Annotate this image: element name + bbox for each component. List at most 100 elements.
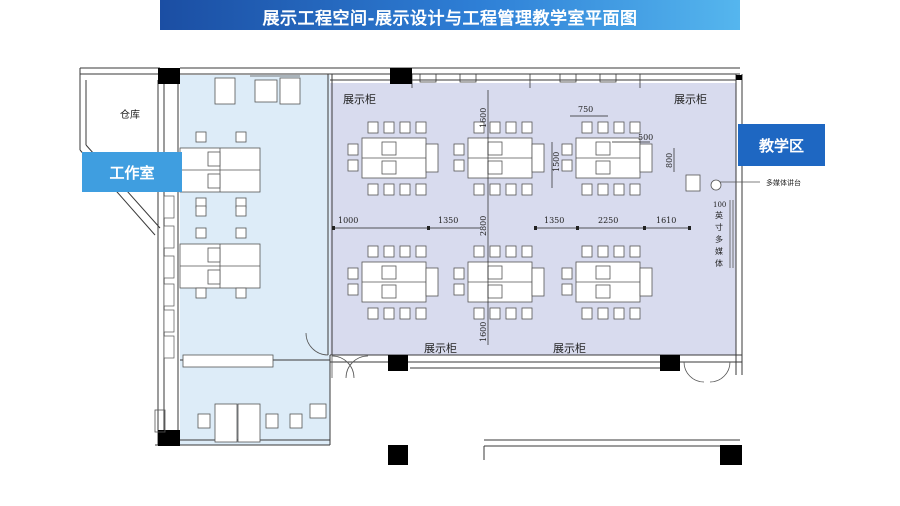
dimension-ticks (332, 226, 691, 230)
table-monitor (595, 160, 611, 175)
chair (415, 307, 427, 320)
chair (347, 267, 359, 280)
dim-500: 500 (638, 133, 653, 142)
chair (521, 121, 533, 134)
table-monitor (487, 160, 503, 175)
dim-1000: 1000 (338, 216, 358, 225)
table-monitor (487, 284, 503, 299)
page-title: 展示工程空间-展示设计与工程管理教学室平面图 (262, 9, 638, 29)
cabinet-label-bottom-left: 展示柜 (424, 342, 457, 355)
dim-1350-a: 1350 (438, 216, 458, 225)
chair (367, 121, 379, 134)
top-windows (411, 73, 641, 88)
table-monitor (381, 141, 397, 156)
chair (613, 183, 625, 196)
chair (561, 143, 573, 156)
table-monitor (595, 265, 611, 280)
chair (597, 307, 609, 320)
chair (415, 121, 427, 134)
chair (561, 283, 573, 296)
chair (581, 183, 593, 196)
chair (453, 159, 465, 172)
chair (383, 121, 395, 134)
workshop-desks (179, 147, 274, 443)
chair (489, 307, 501, 320)
dim-1350-b: 1350 (544, 216, 564, 225)
chair (613, 245, 625, 258)
table-monitor (381, 265, 397, 280)
chair (561, 159, 573, 172)
screen-label-char: 英 (715, 210, 723, 220)
dim-2250: 2250 (598, 216, 618, 225)
chair (581, 307, 593, 320)
dim-1600-bottom: 1600 (479, 322, 488, 342)
chair (383, 307, 395, 320)
chair (613, 121, 625, 134)
dim-1610: 1610 (656, 216, 676, 225)
cabinet-label-top-left: 展示柜 (343, 93, 376, 106)
chair (347, 159, 359, 172)
podium-label: 多媒体讲台 (766, 178, 801, 187)
chair (453, 267, 465, 280)
chair (629, 183, 641, 196)
title-banner: 展示工程空间-展示设计与工程管理教学室平面图 (160, 0, 740, 30)
workshop-tag: 工作室 (82, 152, 182, 192)
chair (629, 121, 641, 134)
chair (521, 183, 533, 196)
chair (415, 183, 427, 196)
table-side-cabinet (425, 267, 439, 297)
chair (367, 183, 379, 196)
chair (415, 245, 427, 258)
chair (613, 307, 625, 320)
table-monitor (381, 284, 397, 299)
chair (399, 307, 411, 320)
chair (399, 121, 411, 134)
chair (453, 143, 465, 156)
workshop-chairs (195, 131, 327, 429)
dim-1600-top: 1600 (479, 108, 488, 128)
chair (347, 283, 359, 296)
chair (367, 307, 379, 320)
screen-label-char: 体 (715, 258, 723, 268)
chair (473, 307, 485, 320)
podium (685, 174, 760, 192)
table-monitor (487, 141, 503, 156)
teaching-tables (347, 121, 653, 320)
structural-columns (158, 68, 742, 465)
chair (581, 245, 593, 258)
chair (383, 183, 395, 196)
chair (473, 245, 485, 258)
screen-label: 100 英 寸 多 媒 体 (713, 201, 726, 268)
dim-1500: 1500 (552, 152, 561, 172)
cabinet-label-bottom-right: 展示柜 (553, 342, 586, 355)
screen (729, 200, 734, 268)
chair (505, 307, 517, 320)
chair (629, 245, 641, 258)
chair (399, 245, 411, 258)
chair (489, 183, 501, 196)
teaching-zone (330, 83, 736, 355)
screen-label-char: 多 (715, 234, 723, 244)
screen-label-char: 寸 (715, 222, 723, 232)
chair (473, 183, 485, 196)
table-monitor (595, 141, 611, 156)
chair (505, 245, 517, 258)
chair (347, 143, 359, 156)
chair (581, 121, 593, 134)
dim-750: 750 (578, 105, 593, 114)
chair (399, 183, 411, 196)
left-wall-cabinets (163, 195, 175, 359)
table-side-cabinet (425, 143, 439, 173)
chair (489, 245, 501, 258)
chair (597, 245, 609, 258)
chair (367, 245, 379, 258)
chair (505, 121, 517, 134)
screen-label-char: 媒 (715, 247, 723, 256)
chair (521, 245, 533, 258)
studio-lounge (214, 75, 301, 105)
chair (489, 121, 501, 134)
cabinet-label-top-right: 展示柜 (674, 93, 707, 106)
table-side-cabinet (639, 267, 653, 297)
chair (629, 307, 641, 320)
